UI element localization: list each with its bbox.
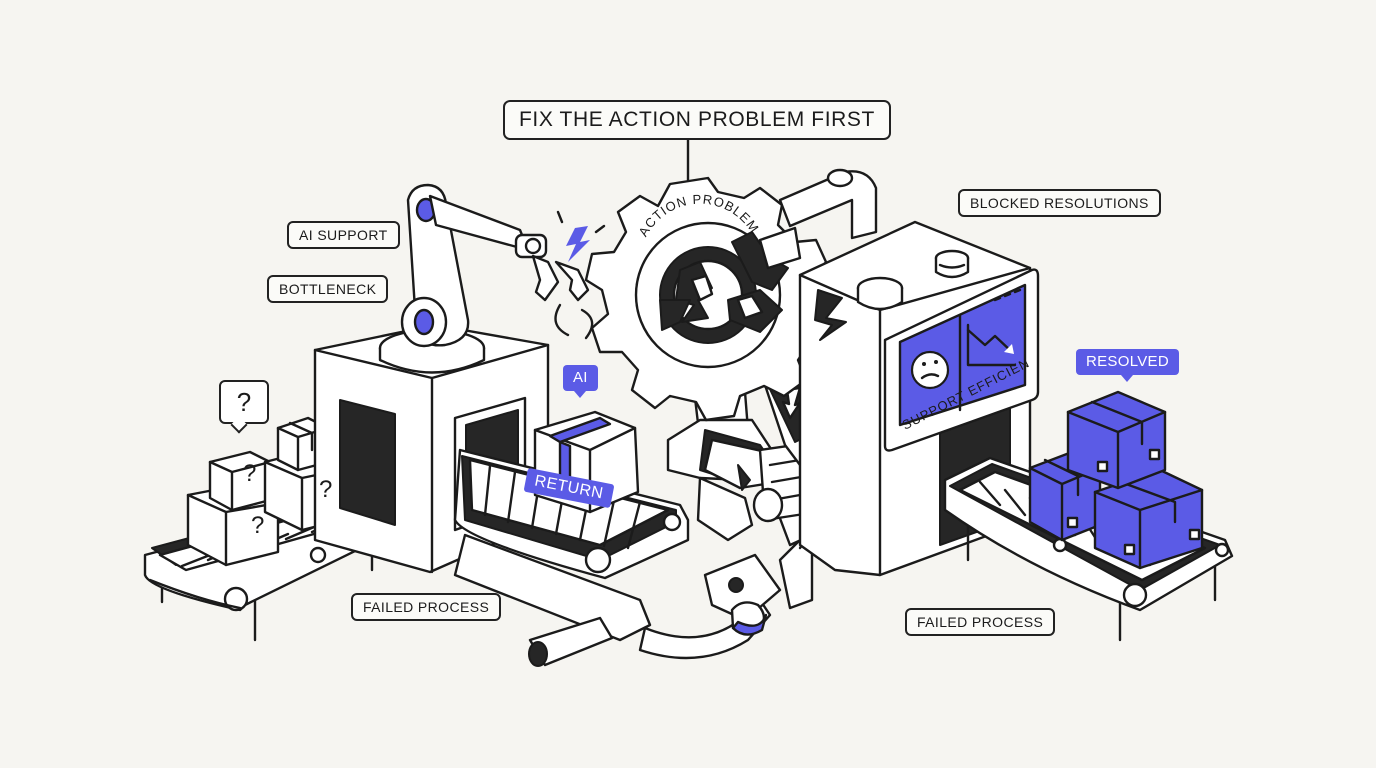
failed-process-right-label: FAILED PROCESS xyxy=(905,608,1056,636)
blocked-resolutions-label: BLOCKED RESOLUTIONS xyxy=(958,189,1161,217)
resolved-boxes xyxy=(1028,390,1204,570)
middle-conveyor xyxy=(453,448,690,580)
box-question-mark: ? xyxy=(251,512,265,539)
ai-support-label: AI SUPPORT xyxy=(287,221,400,249)
ai-badge: AI xyxy=(563,365,598,398)
upper-pipes xyxy=(758,168,878,270)
box-question-mark: ? xyxy=(243,460,257,487)
resolved-badge: RESOLVED xyxy=(1076,349,1179,382)
bottleneck-label: BOTTLENECK xyxy=(267,275,389,303)
box-question-mark: ? xyxy=(319,476,333,503)
failed-process-left-label: FAILED PROCESS xyxy=(351,593,502,621)
robot-arm xyxy=(400,183,606,348)
question-bubble: ? xyxy=(219,380,269,424)
title-label: FIX THE ACTION PROBLEM FIRST xyxy=(503,100,891,140)
